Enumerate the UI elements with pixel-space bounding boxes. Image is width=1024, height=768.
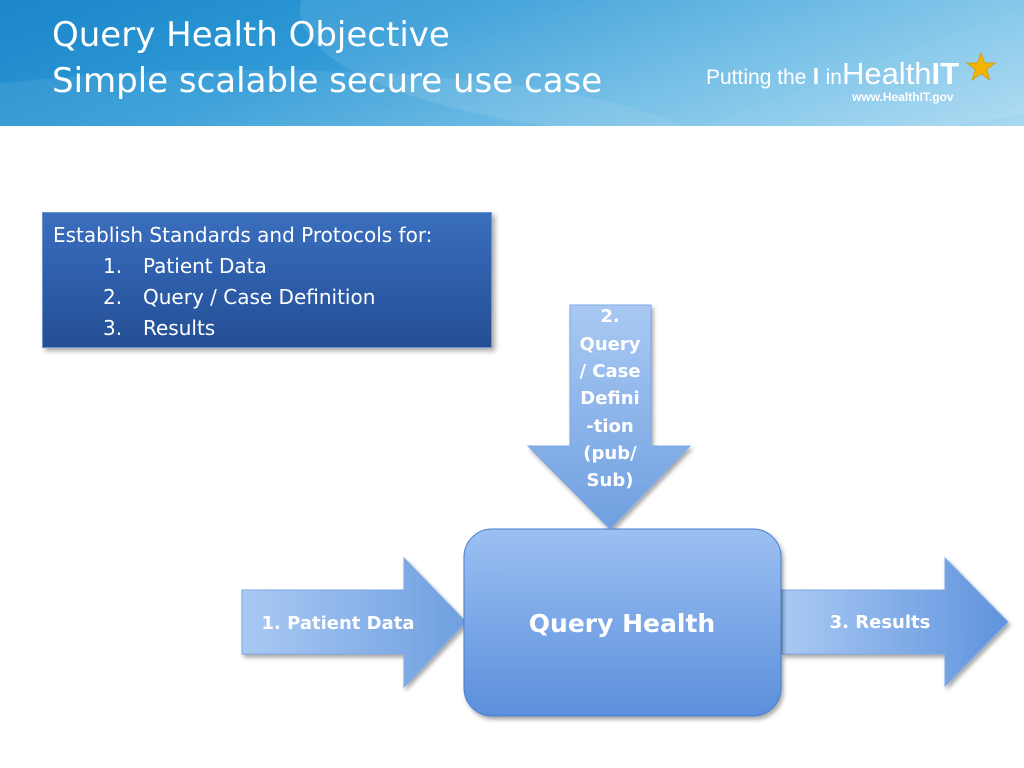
results-arrow-label: 3. Results — [830, 612, 931, 633]
standards-list: 1. Patient Data 2. Query / Case Definition… — [103, 254, 375, 347]
star-icon — [966, 52, 996, 82]
query-arrow-label-line: -tion — [586, 416, 633, 437]
slide-title: Query Health Objective Simple scalable s… — [52, 12, 602, 104]
standards-box: Establish Standards and Protocols for: 1… — [42, 212, 492, 348]
list-item-label: Results — [143, 316, 216, 340]
list-item-number: 2. — [103, 285, 123, 309]
logo-text-health: Health — [841, 56, 932, 91]
list-item: 3. Results — [103, 316, 375, 347]
patient-data-arrow-label: 1. Patient Data — [262, 613, 415, 634]
logo-text-it: IT — [931, 56, 960, 91]
list-item-number: 1. — [103, 254, 123, 278]
list-item: 1. Patient Data — [103, 254, 375, 285]
slide-header: Query Health Objective Simple scalable s… — [0, 0, 1024, 126]
logo-wordmark: Putting the I inHealthIT — [706, 56, 959, 92]
logo-text-in: in — [825, 66, 842, 89]
title-line-2: Simple scalable secure use case — [52, 61, 603, 101]
query-arrow-label-line: Defini — [580, 388, 639, 409]
query-arrow-label-line: Sub) — [587, 470, 634, 491]
logo-text-putting: Putting the — [706, 66, 807, 89]
list-item-number: 3. — [103, 316, 123, 340]
list-item: 2. Query / Case Definition — [103, 285, 375, 316]
standards-heading: Establish Standards and Protocols for: — [53, 223, 433, 247]
query-definition-arrow — [526, 304, 692, 530]
logo-url: www.HealthIT.gov — [852, 90, 954, 104]
query-arrow-label-line: Query — [580, 334, 641, 355]
list-item-label: Query / Case Definition — [143, 285, 376, 309]
query-arrow-label-line: / Case — [579, 361, 640, 382]
list-item-label: Patient Data — [143, 254, 267, 278]
query-arrow-label-line: 2. — [600, 306, 619, 327]
query-health-label: Query Health — [529, 609, 715, 638]
title-line-1: Query Health Objective — [52, 15, 450, 55]
healthit-logo: Putting the I inHealthIT www.HealthIT.go… — [700, 52, 1000, 112]
patient-data-arrow — [241, 556, 467, 689]
logo-text-i: I — [812, 63, 820, 89]
query-health-box — [463, 528, 782, 717]
query-arrow-label-line: (pub/ — [583, 443, 637, 464]
results-arrow — [781, 556, 1009, 688]
